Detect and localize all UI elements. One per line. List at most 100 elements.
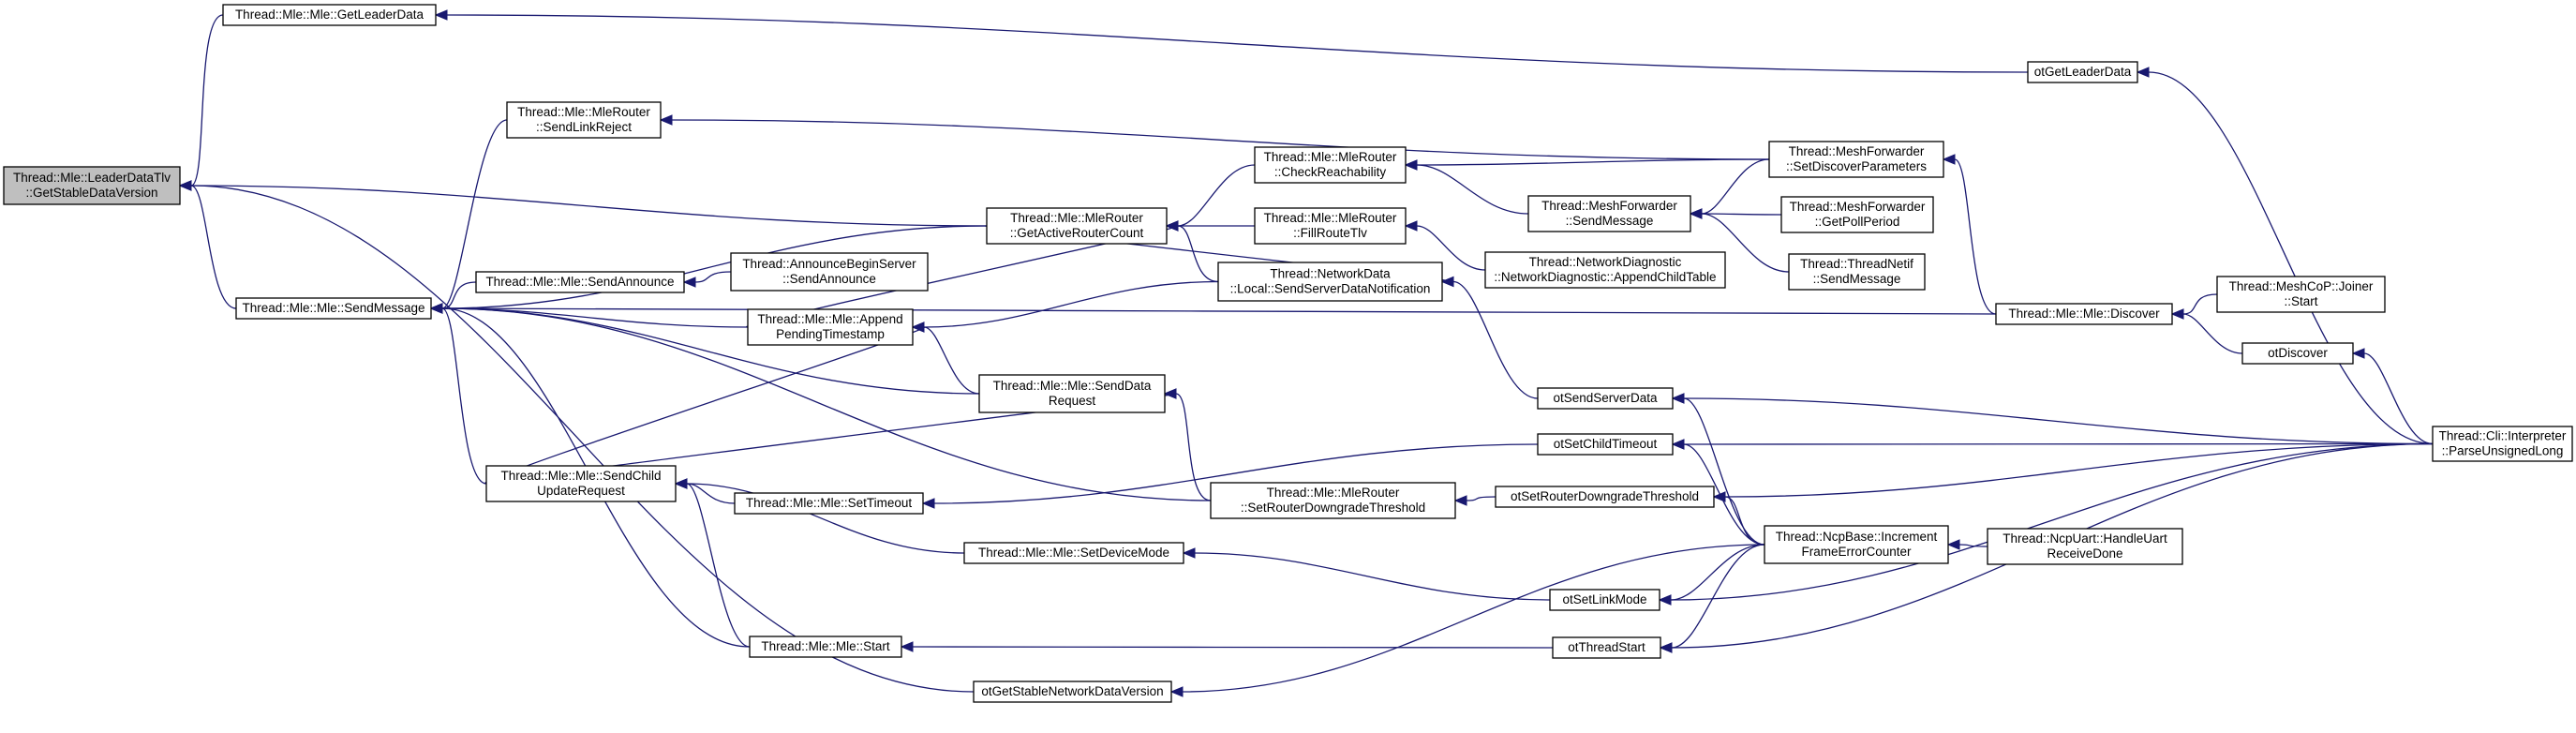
node-otsetlinkmode[interactable]: otSetLinkMode (1549, 589, 1660, 611)
edge-netdatanotif-to-appendpending (923, 280, 1219, 328)
edge-getpoll-to-meshsendmsg (1701, 213, 1782, 216)
node-box-appendpending (747, 308, 914, 346)
node-label-root-0: Thread::Mle::LeaderDataTlv (13, 171, 171, 185)
node-label-appendpending-1: PendingTimestamp (776, 327, 885, 341)
arrowhead-ncpbase-to-otsetrouterdown (1712, 491, 1726, 502)
node-otsetrouterdown[interactable]: otSetRouterDowngradeThreshold (1495, 486, 1715, 508)
node-label-senddatarequest-1: Request (1049, 394, 1096, 408)
node-otthreadstart[interactable]: otThreadStart (1552, 636, 1661, 659)
arrowhead-cliparse-to-otdiscover (2351, 348, 2365, 359)
arrowhead-otgetleaderdata-to-getleaderdata (434, 9, 448, 21)
edge-setdevicemode-to-sendchildupdate (686, 483, 965, 554)
node-sendmessage[interactable]: Thread::Mle::Mle::SendMessage (235, 297, 432, 320)
node-box-sendmessage (235, 297, 432, 320)
node-label-senddatarequest-0: Thread::Mle::Mle::SendData (993, 379, 1152, 393)
node-box-otthreadstart (1552, 636, 1661, 659)
edge-netdatanotif-to-getactiveroutercount (1177, 225, 1219, 283)
node-label-getleaderdata-0: Thread::Mle::Mle::GetLeaderData (235, 7, 424, 22)
node-cliparse[interactable]: Thread::Cli::Interpreter::ParseUnsignedL… (2432, 426, 2573, 462)
node-box-getactiveroutercount (986, 207, 1168, 245)
node-joinerstart[interactable]: Thread::MeshCoP::Joiner::Start (2216, 276, 2386, 313)
node-label-getpoll-1: ::GetPollPeriod (1815, 215, 1900, 229)
node-box-cliparse (2432, 426, 2573, 462)
node-label-sendmessage-0: Thread::Mle::Mle::SendMessage (242, 301, 424, 315)
edge-announcebegin-to-sendannounce (694, 271, 732, 283)
arrowhead-routerdowngrade-to-sendmessage (429, 303, 443, 314)
node-otdiscover[interactable]: otDiscover (2241, 342, 2354, 365)
node-sendlinkreject[interactable]: Thread::Mle::MleRouter::SendLinkReject (506, 101, 662, 139)
node-mlestart[interactable]: Thread::Mle::Mle::Start (749, 636, 902, 658)
node-label-cliparse-1: ::ParseUnsignedLong (2442, 444, 2564, 458)
node-label-setdiscover-1: ::SetDiscoverParameters (1786, 159, 1927, 173)
edge-otsetchildtimeout-to-settimeout (933, 443, 1539, 504)
arrowhead-ncpbase-to-otthreadstart (1659, 642, 1673, 653)
node-label-fillroute-1: ::FillRouteTlv (1293, 226, 1367, 240)
node-meshsendmsg[interactable]: Thread::MeshForwarder::SendMessage (1527, 195, 1691, 232)
edge-netdiag-to-fillroute (1416, 225, 1486, 271)
node-setdiscover[interactable]: Thread::MeshForwarder::SetDiscoverParame… (1768, 141, 1944, 178)
node-label-settimeout-0: Thread::Mle::Mle::SetTimeout (746, 496, 913, 510)
edge-discover-to-sendmessage (441, 307, 1997, 315)
edge-setdiscover-to-sendlinkreject (671, 119, 1770, 160)
node-otgetleaderdata[interactable]: otGetLeaderData (2027, 61, 2138, 83)
node-getpoll[interactable]: Thread::MeshForwarder::GetPollPeriod (1780, 196, 1934, 233)
node-box-otsendserver (1537, 387, 1674, 410)
node-getactiveroutercount[interactable]: Thread::Mle::MleRouter::GetActiveRouterC… (986, 207, 1168, 245)
edge-discover-to-setdiscover (1954, 158, 1997, 315)
node-label-getactiveroutercount-1: ::GetActiveRouterCount (1010, 226, 1144, 240)
node-checkreach[interactable]: Thread::Mle::MleRouter::CheckReachabilit… (1254, 146, 1407, 184)
arrowhead-ncpuart-to-ncpbase (1946, 539, 1960, 550)
node-otsendserver[interactable]: otSendServerData (1537, 387, 1674, 410)
node-label-otsetrouterdown-0: otSetRouterDowngradeThreshold (1511, 489, 1699, 503)
node-fillroute[interactable]: Thread::Mle::MleRouter::FillRouteTlv (1254, 207, 1407, 245)
node-label-joinerstart-1: ::Start (2284, 294, 2317, 308)
node-box-meshsendmsg (1527, 195, 1691, 232)
node-label-meshsendmsg-1: ::SendMessage (1566, 214, 1654, 228)
node-netdatanotif[interactable]: Thread::NetworkData::Local::SendServerDa… (1217, 262, 1443, 302)
node-label-cliparse-0: Thread::Cli::Interpreter (2439, 429, 2567, 443)
node-box-netdiag (1484, 251, 1726, 289)
node-sendannounce[interactable]: Thread::Mle::Mle::SendAnnounce (475, 271, 685, 293)
node-box-setdevicemode (963, 542, 1184, 564)
node-getleaderdata[interactable]: Thread::Mle::Mle::GetLeaderData (222, 4, 437, 26)
arrowhead-otsetlinkmode-to-setdevicemode (1182, 547, 1196, 559)
node-box-otdiscover (2241, 342, 2354, 365)
node-label-discover-0: Thread::Mle::Mle::Discover (2008, 307, 2160, 321)
node-box-getleaderdata (222, 4, 437, 26)
edge-cliparse-to-otdiscover (2363, 352, 2434, 445)
node-setdevicemode[interactable]: Thread::Mle::Mle::SetDeviceMode (963, 542, 1184, 564)
node-box-netdatanotif (1217, 262, 1443, 302)
node-announcebegin[interactable]: Thread::AnnounceBeginServer::SendAnnounc… (730, 252, 929, 292)
node-label-mlestart-0: Thread::Mle::Mle::Start (761, 639, 890, 653)
node-label-netdatanotif-1: ::Local::SendServerDataNotification (1230, 282, 1431, 296)
node-ncpbase[interactable]: Thread::NcpBase::IncrementFrameErrorCoun… (1764, 525, 1949, 564)
node-threadnetif[interactable]: Thread::ThreadNetif::SendMessage (1788, 253, 1926, 291)
arrowhead-otsetchildtimeout-to-settimeout (921, 498, 935, 509)
node-discover[interactable]: Thread::Mle::Mle::Discover (1995, 303, 2173, 325)
node-root[interactable]: Thread::Mle::LeaderDataTlv::GetStableDat… (3, 166, 181, 205)
node-netdiag[interactable]: Thread::NetworkDiagnostic::NetworkDiagno… (1484, 251, 1726, 289)
node-box-otsetchildtimeout (1537, 433, 1674, 456)
arrowhead-meshsendmsg-to-checkreach (1404, 159, 1418, 171)
edge-setdiscover-to-meshsendmsg (1701, 158, 1770, 215)
edge-otsetrouterdown-to-routerdowngrade (1466, 496, 1496, 501)
edge-routerdowngrade-to-senddatarequest (1175, 393, 1212, 501)
node-otsetchildtimeout[interactable]: otSetChildTimeout (1537, 433, 1674, 456)
node-label-checkreach-0: Thread::Mle::MleRouter (1264, 150, 1397, 164)
node-settimeout[interactable]: Thread::Mle::Mle::SetTimeout (734, 492, 924, 515)
edge-otgetstable-to-root (190, 185, 975, 693)
node-label-sendlinkreject-1: ::SendLinkReject (536, 120, 632, 134)
node-box-fillroute (1254, 207, 1407, 245)
node-otgetstable[interactable]: otGetStableNetworkDataVersion (973, 681, 1172, 703)
node-label-routerdowngrade-0: Thread::Mle::MleRouter (1267, 486, 1400, 500)
arrowhead-ncpbase-to-otsetlinkmode (1658, 594, 1672, 606)
node-routerdowngrade[interactable]: Thread::Mle::MleRouter::SetRouterDowngra… (1210, 482, 1456, 519)
node-label-setdevicemode-0: Thread::Mle::Mle::SetDeviceMode (978, 546, 1169, 560)
edge-getleaderdata-to-root (190, 14, 224, 187)
node-label-otgetleaderdata-0: otGetLeaderData (2034, 65, 2132, 79)
